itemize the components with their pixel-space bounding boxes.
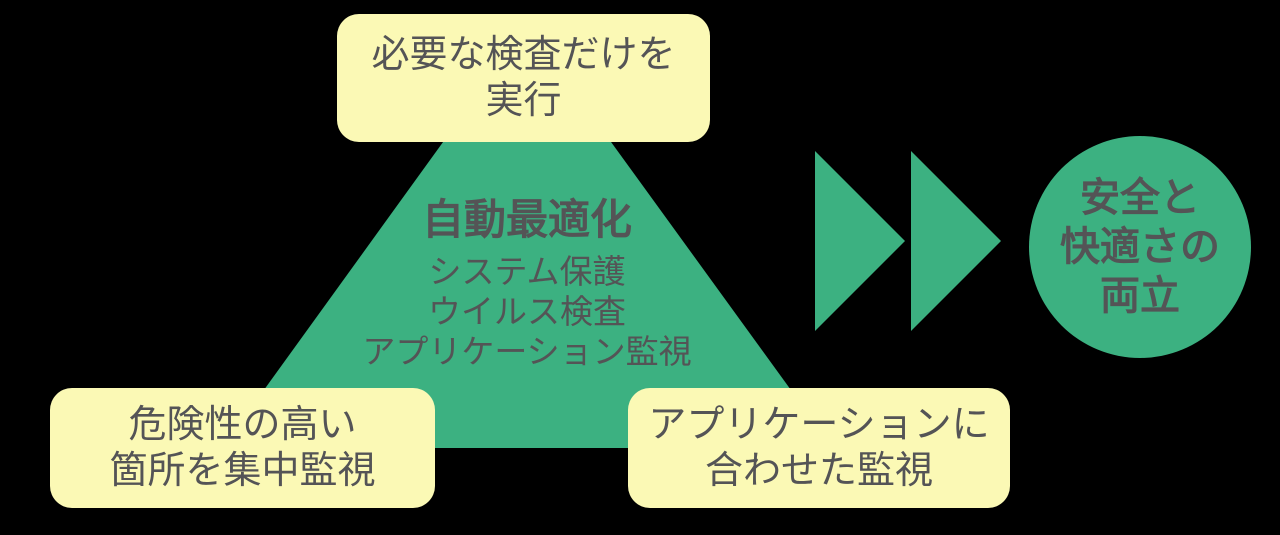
result-circle: 安全と 快適さの 両立 (1029, 136, 1251, 358)
arrow-right-icon (815, 151, 905, 331)
callout-bottom-left-line2: 箇所を集中監視 (109, 450, 376, 492)
callout-top: 必要な検査だけを 実行 (337, 14, 710, 142)
callout-bottom-left: 危険性の高い 箇所を集中監視 (50, 388, 435, 508)
result-circle-line1: 安全と (1080, 175, 1200, 220)
callout-top-line2: 実行 (485, 80, 562, 122)
pyramid-item-virus-scan: ウイルス検査 (428, 293, 626, 330)
callout-bottom-left-line1: 危険性の高い (128, 404, 357, 446)
result-circle-line3: 両立 (1100, 273, 1180, 318)
arrow-right-icon (911, 151, 1001, 331)
callout-bottom-right: アプリケーションに 合わせた監視 (628, 388, 1010, 508)
pyramid-text-block: 自動最適化 システム保護 ウイルス検査 アプリケーション監視 (327, 196, 727, 372)
pyramid-item-app-monitoring: アプリケーション監視 (362, 333, 692, 370)
pyramid-title: 自動最適化 (421, 196, 632, 243)
result-circle-line2: 快適さの (1060, 224, 1220, 269)
callout-bottom-right-line2: 合わせた監視 (704, 450, 933, 492)
pyramid-item-system-protection: システム保護 (428, 253, 626, 290)
callout-top-line1: 必要な検査だけを (371, 34, 676, 76)
callout-bottom-right-line1: アプリケーションに (648, 404, 990, 446)
